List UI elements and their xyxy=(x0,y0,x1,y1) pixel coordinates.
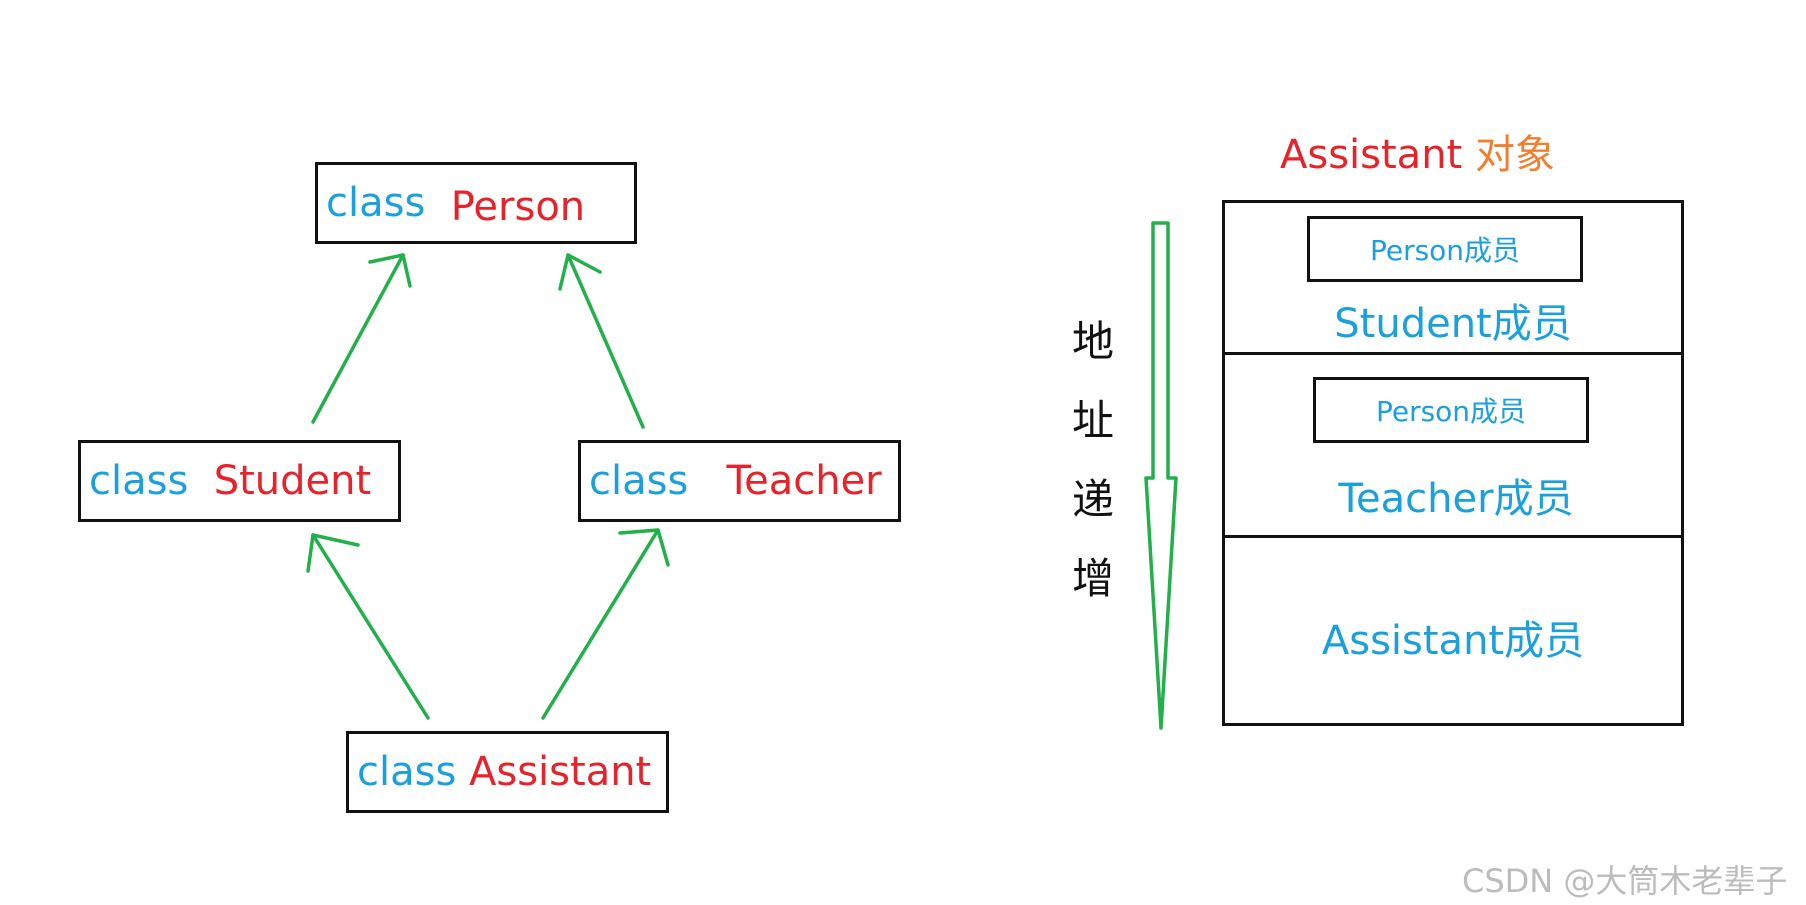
class-student-box: class Student xyxy=(78,440,401,522)
object-title-suffix: 对象 xyxy=(1474,132,1555,178)
class-person-box: class Person xyxy=(315,162,637,244)
arrow-teacher-to-person xyxy=(558,253,645,429)
arrow-assistant-to-student xyxy=(306,533,430,720)
class-name-student: Student xyxy=(213,458,372,504)
person-member-label: Person成员 xyxy=(1375,395,1527,428)
class-name-person: Person xyxy=(450,184,586,230)
class-keyword: class xyxy=(326,180,426,226)
class-keyword: class xyxy=(589,458,689,504)
student-segment: Person成员 Student成员 xyxy=(1225,203,1681,355)
class-teacher-box: class Teacher xyxy=(578,440,901,522)
class-name-assistant: Assistant xyxy=(469,749,652,795)
teacher-segment: Person成员 Teacher成员 xyxy=(1225,355,1681,538)
class-keyword: class xyxy=(357,749,457,795)
address-increase-arrow xyxy=(1144,221,1178,730)
arrow-student-to-person xyxy=(311,253,412,424)
address-label-char-1: 地 xyxy=(1072,317,1115,366)
person-subobject-in-teacher: Person成员 xyxy=(1313,377,1589,443)
object-title: Assistant 对象 xyxy=(1280,122,1555,180)
person-subobject-in-student: Person成员 xyxy=(1307,216,1583,282)
arrow-assistant-to-teacher xyxy=(541,528,670,720)
student-member-label: Student成员 xyxy=(1334,301,1572,347)
object-title-name: Assistant xyxy=(1280,132,1463,178)
address-label-char-2: 址 xyxy=(1072,396,1115,445)
address-label-char-3: 递 xyxy=(1072,475,1115,524)
class-assistant-box: class Assistant xyxy=(346,731,669,813)
object-memory-layout: Person成员 Student成员 Person成员 Teacher成员 As… xyxy=(1222,200,1684,726)
address-label-char-4: 增 xyxy=(1072,554,1115,603)
class-keyword: class xyxy=(89,458,189,504)
teacher-member-label: Teacher成员 xyxy=(1338,476,1574,522)
person-member-label: Person成员 xyxy=(1369,234,1521,267)
watermark: CSDN @大筒木老辈子 xyxy=(1462,862,1788,900)
class-name-teacher: Teacher xyxy=(726,458,882,504)
assistant-member-label: Assistant成员 xyxy=(1321,618,1585,664)
